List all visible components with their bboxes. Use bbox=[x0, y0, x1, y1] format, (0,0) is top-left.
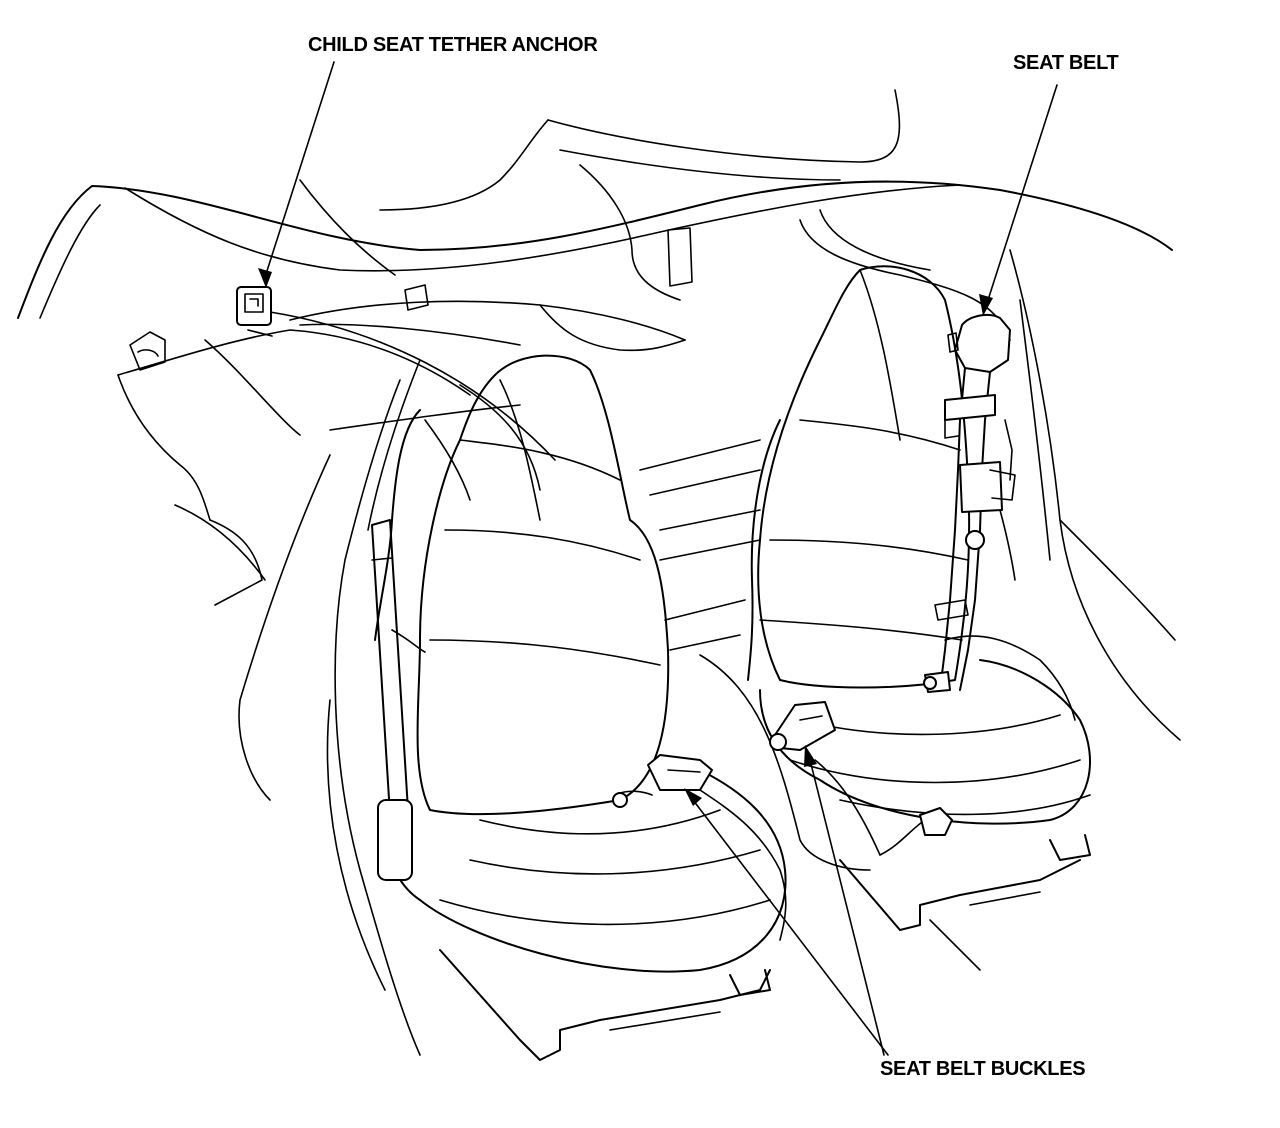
seat-belt-retractor bbox=[923, 313, 1076, 721]
left-buckle-shape bbox=[612, 754, 787, 941]
leader-seat-belt bbox=[979, 84, 1058, 316]
rear-shelf-hook bbox=[129, 331, 166, 371]
shelf-clip bbox=[404, 284, 429, 311]
pillar-trim bbox=[667, 227, 693, 287]
child-seat-tether-anchor-label: CHILD SEAT TETHER ANCHOR bbox=[308, 34, 598, 56]
right-seat bbox=[747, 265, 1091, 931]
seat-belt-buckles-label: SEAT BELT BUCKLES bbox=[880, 1058, 1086, 1080]
seat-belt-label: SEAT BELT bbox=[1013, 52, 1119, 74]
right-buckle-shape bbox=[769, 701, 836, 751]
vehicle-body-outline bbox=[17, 89, 1181, 1056]
tether-anchor-shape bbox=[236, 286, 273, 337]
leader-tether bbox=[258, 61, 335, 288]
left-seat bbox=[371, 354, 787, 1061]
leader-buckles bbox=[684, 745, 889, 1056]
